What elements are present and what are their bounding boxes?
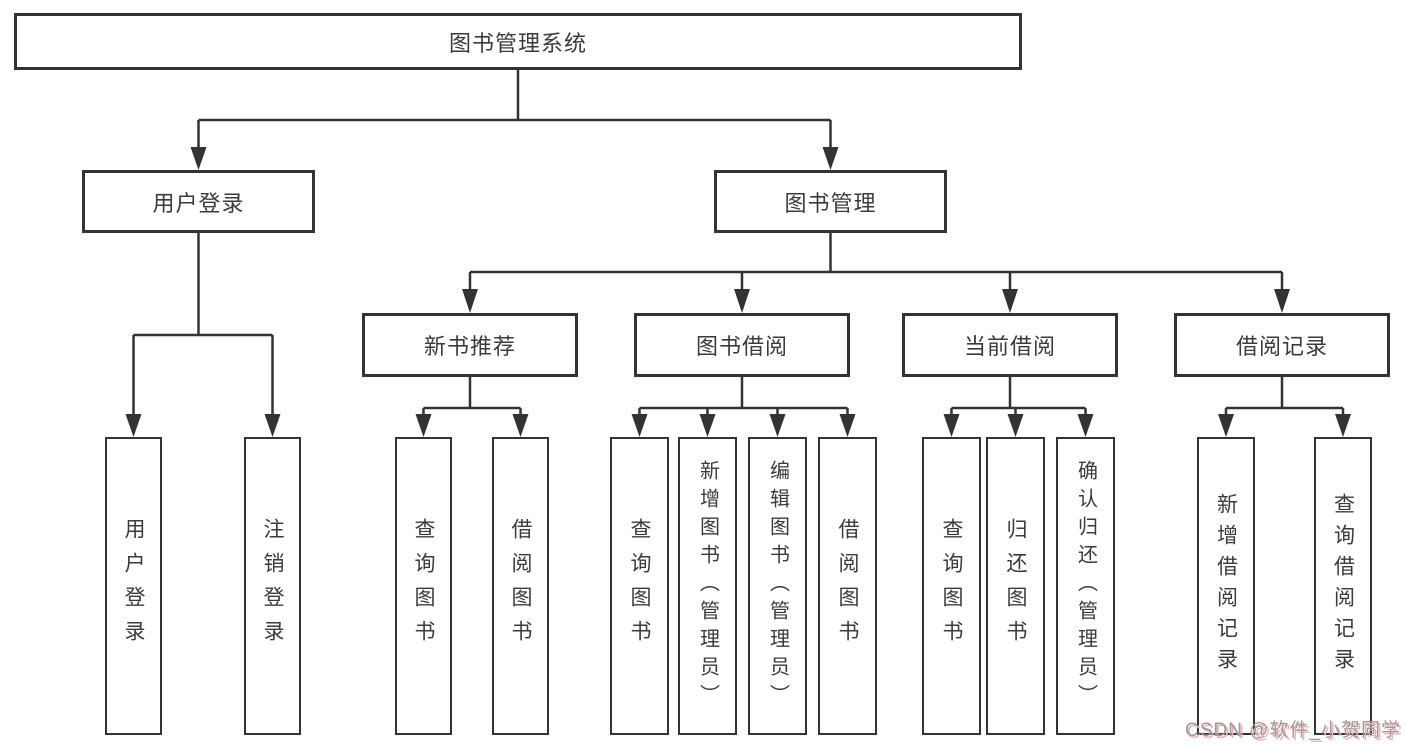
- leaf-current-confirm-return-admin: 确认归还（管理员）: [1056, 437, 1115, 735]
- leaf-newbooks-borrow-book: 借阅图书: [492, 437, 549, 735]
- leaf-records-query-record: 查询借阅记录: [1314, 437, 1372, 735]
- node-book-borrow: 图书借阅: [634, 313, 850, 377]
- leaf-borrow-query-book: 查询图书: [610, 437, 669, 735]
- node-root: 图书管理系统: [14, 13, 1022, 70]
- leaf-logout: 注销登录: [244, 437, 301, 735]
- csdn-watermark: CSDN @软件_小贺同学: [1185, 720, 1401, 741]
- leaf-borrow-edit-book-admin: 编辑图书（管理员）: [748, 437, 807, 735]
- node-new-book-recommend: 新书推荐: [362, 313, 578, 377]
- leaf-newbooks-query-book: 查询图书: [395, 437, 452, 735]
- leaf-borrow-borrow-book: 借阅图书: [818, 437, 877, 735]
- leaf-records-add-record: 新增借阅记录: [1197, 437, 1255, 735]
- leaf-current-return-book: 归还图书: [986, 437, 1045, 735]
- leaf-borrow-add-book-admin: 新增图书（管理员）: [678, 437, 737, 735]
- node-user-login: 用户登录: [82, 170, 315, 233]
- node-current-borrow: 当前借阅: [902, 313, 1118, 377]
- leaf-current-query-book: 查询图书: [922, 437, 981, 735]
- node-book-management: 图书管理: [714, 170, 947, 233]
- leaf-user-login: 用户登录: [105, 437, 162, 735]
- node-borrow-records: 借阅记录: [1174, 313, 1390, 377]
